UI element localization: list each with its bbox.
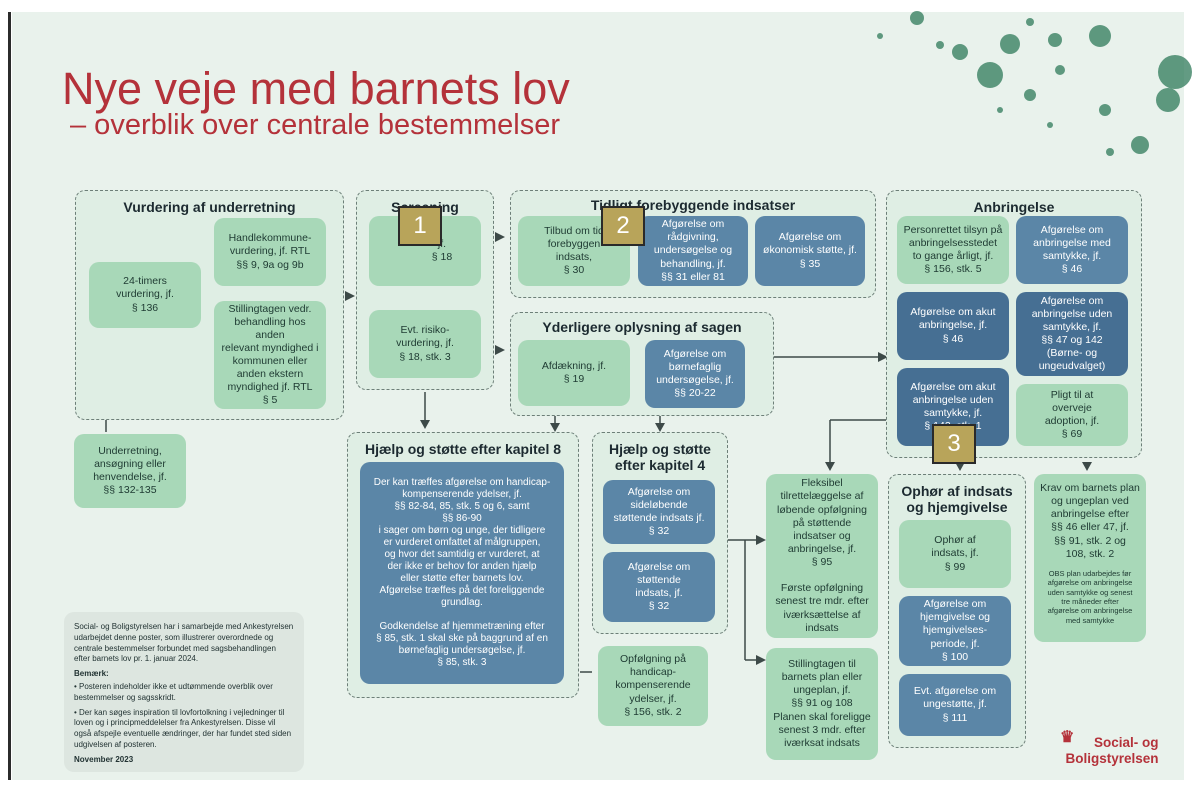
box-krav-plan: Krav om barnets plan og ungeplan ved anb… [1034, 474, 1146, 642]
info-intro: Social- og Boligstyrelsen har i samarbej… [74, 622, 294, 664]
crown-icon: ♛ [1060, 729, 1075, 746]
number-badge-1: 1 [398, 206, 442, 246]
group-hjaelp8-title: Hjælp og støtte efter kapitel 8 [364, 441, 562, 457]
box-afdaekning: Afdækning, jf. § 19 [518, 340, 630, 406]
number-badge-3: 3 [932, 424, 976, 464]
box-handicapkompenserende: Der kan træffes afgørelse om handicap- k… [360, 462, 564, 684]
box-ungestoette: Evt. afgørelse om ungestøtte, jf. § 111 [899, 674, 1011, 736]
group-ophoer-title: Ophør af indsats og hjemgivelse [901, 483, 1013, 516]
box-stillingtagen-plan: Stillingtagen til barnets plan eller ung… [766, 648, 878, 760]
box-anbringelse-uden-samtykke: Afgørelse om anbringelse uden samtykke, … [1016, 292, 1128, 376]
box-24-timers: 24-timers vurdering, jf. § 136 [89, 262, 201, 328]
logo-line-2: Boligstyrelsen [1065, 750, 1159, 766]
page-subtitle: – overblik over centrale bestemmelser [70, 109, 560, 141]
box-underretning: Underretning, ansøgning eller henvendels… [74, 434, 186, 508]
info-note-2: • Der kan søges inspiration til lovforto… [74, 707, 292, 749]
page-title: Nye veje med barnets lov [62, 63, 570, 114]
box-akut-anbringelse: Afgørelse om akut anbringelse, jf. § 46 [897, 292, 1009, 360]
number-badge-2: 2 [601, 206, 645, 246]
group-yderligere-title: Yderligere oplysning af sagen [542, 319, 742, 335]
info-note-1: • Posteren indeholder ikke et udtømmende… [74, 681, 273, 702]
box-boernefaglig-undersoegelse: Afgørelse om børnefaglig undersøgelse, j… [645, 340, 745, 408]
box-oekonomisk-stoette: Afgørelse om økonomisk støtte, jf. § 35 [755, 216, 865, 286]
logo-line-1: Social- og [1094, 735, 1159, 750]
group-hjaelp4-title: Hjælp og støtte efter kapitel 4 [609, 441, 711, 474]
box-fleksibel-opfoelgning: Fleksibel tilrettelæggelse af løbende op… [766, 474, 878, 638]
box-anbringelse-med-samtykke: Afgørelse om anbringelse med samtykke, j… [1016, 216, 1128, 284]
info-box: Social- og Boligstyrelsen har i samarbej… [64, 612, 304, 772]
group-vurdering-title: Vurdering af underretning [123, 199, 296, 215]
box-adoption: Pligt til at overveje adoption, jf. § 69 [1016, 384, 1128, 446]
info-note-heading: Bemærk: [74, 669, 109, 679]
krav-plan-note: OBS plan udarbejdes før afgørelse om anb… [1047, 568, 1133, 625]
box-raadgivning: Afgørelse om rådgivning, undersøgelse og… [638, 216, 748, 286]
box-sideloebende-stoettende: Afgørelse om sideløbende støttende indsa… [603, 480, 715, 544]
box-ophoer-indsats: Ophør af indsats, jf. § 99 [899, 520, 1011, 588]
box-risikovurdering: Evt. risiko- vurdering, jf. § 18, stk. 3 [369, 310, 481, 378]
box-handlekommune: Handlekommune- vurdering, jf. RTL §§ 9, … [214, 218, 326, 286]
krav-plan-text: Krav om barnets plan og ungeplan ved anb… [1040, 482, 1140, 560]
info-date: November 2023 [74, 754, 134, 764]
logo: ♛ Social- og Boligstyrelsen [1058, 729, 1159, 766]
box-tilsyn: Personrettet tilsyn på anbringelsesstede… [897, 216, 1009, 284]
box-hjemgivelse: Afgørelse om hjemgivelse og hjemgivelses… [899, 596, 1011, 666]
left-border [8, 12, 11, 780]
box-stillingtagen-behandling: Stillingtagen vedr. behandling hos anden… [214, 301, 326, 409]
group-anbringelse-title: Anbringelse [973, 199, 1055, 215]
box-akut-anbringelse-uden-samtykke: Afgørelse om akut anbringelse uden samty… [897, 368, 1009, 446]
box-opfoelgning-handicap: Opfølgning på handicap- kompenserende yd… [598, 646, 708, 726]
group-tidligt-title: Tidligt forebyggende indsatser [590, 197, 796, 213]
box-stoettende-indsats: Afgørelse om støttende indsats, jf. § 32 [603, 552, 715, 622]
